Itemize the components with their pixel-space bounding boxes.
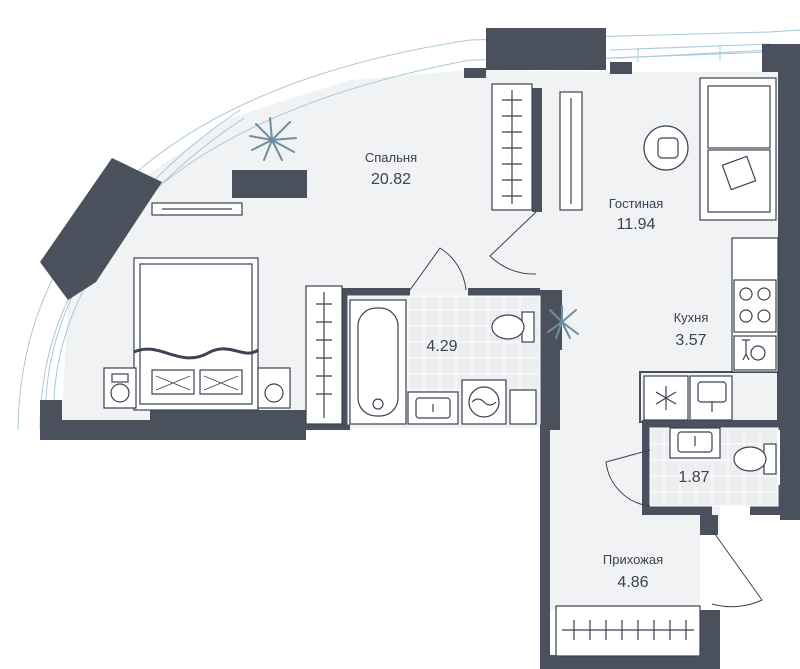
room-label-kitchen: Кухня 3.57 <box>674 310 709 349</box>
room-name-kitchen: Кухня <box>674 310 709 325</box>
room-label-bathroom: 4.29 <box>426 338 457 355</box>
fridge <box>643 375 689 421</box>
kitchen-sink <box>689 375 733 421</box>
wc-toilet <box>733 443 777 475</box>
wc-sink <box>669 427 721 459</box>
room-name-hallway: Прихожая <box>603 552 663 567</box>
entrance-door <box>711 529 763 608</box>
toilet-bath <box>491 311 535 343</box>
bed <box>133 257 259 411</box>
room-label-living: Гостиная 11.94 <box>609 196 664 233</box>
plant-icon-2 <box>547 305 579 339</box>
door-bedroom <box>489 211 537 275</box>
room-name-bedroom: Спальня <box>365 150 417 165</box>
washing-machine <box>461 379 507 425</box>
sofa <box>699 77 777 221</box>
room-area-wc: 1.87 <box>678 469 709 486</box>
room-area-bathroom: 4.29 <box>426 338 457 355</box>
room-label-hallway: Прихожая 4.86 <box>603 552 663 591</box>
wardrobe-north <box>491 83 583 211</box>
coffee-table <box>643 125 689 171</box>
nightstand-right <box>257 367 291 409</box>
wardrobe-bedroom <box>305 285 343 425</box>
room-label-wc: 1.87 <box>678 469 709 486</box>
room-area-kitchen: 3.57 <box>675 332 706 349</box>
tv-stand <box>232 170 307 198</box>
room-area-hallway: 4.86 <box>617 574 648 591</box>
bathroom-shaft <box>509 389 537 425</box>
wall-west-block <box>40 158 162 300</box>
room-area-bedroom: 20.82 <box>371 171 411 188</box>
kitchen-counter <box>731 237 779 373</box>
bathtub <box>349 299 407 425</box>
wall-north-pillar <box>486 28 606 70</box>
plant-icon <box>249 117 297 161</box>
walls <box>40 28 800 669</box>
bath-sink <box>407 391 459 425</box>
wardrobe-hallway <box>555 605 701 657</box>
room-name-living: Гостиная <box>609 196 664 211</box>
door-wc <box>605 449 651 507</box>
room-area-living: 11.94 <box>617 216 656 233</box>
shelf <box>151 202 243 216</box>
room-label-bedroom: Спальня 20.82 <box>365 150 417 188</box>
door-bathroom <box>409 247 467 291</box>
nightstand-left <box>103 367 137 409</box>
